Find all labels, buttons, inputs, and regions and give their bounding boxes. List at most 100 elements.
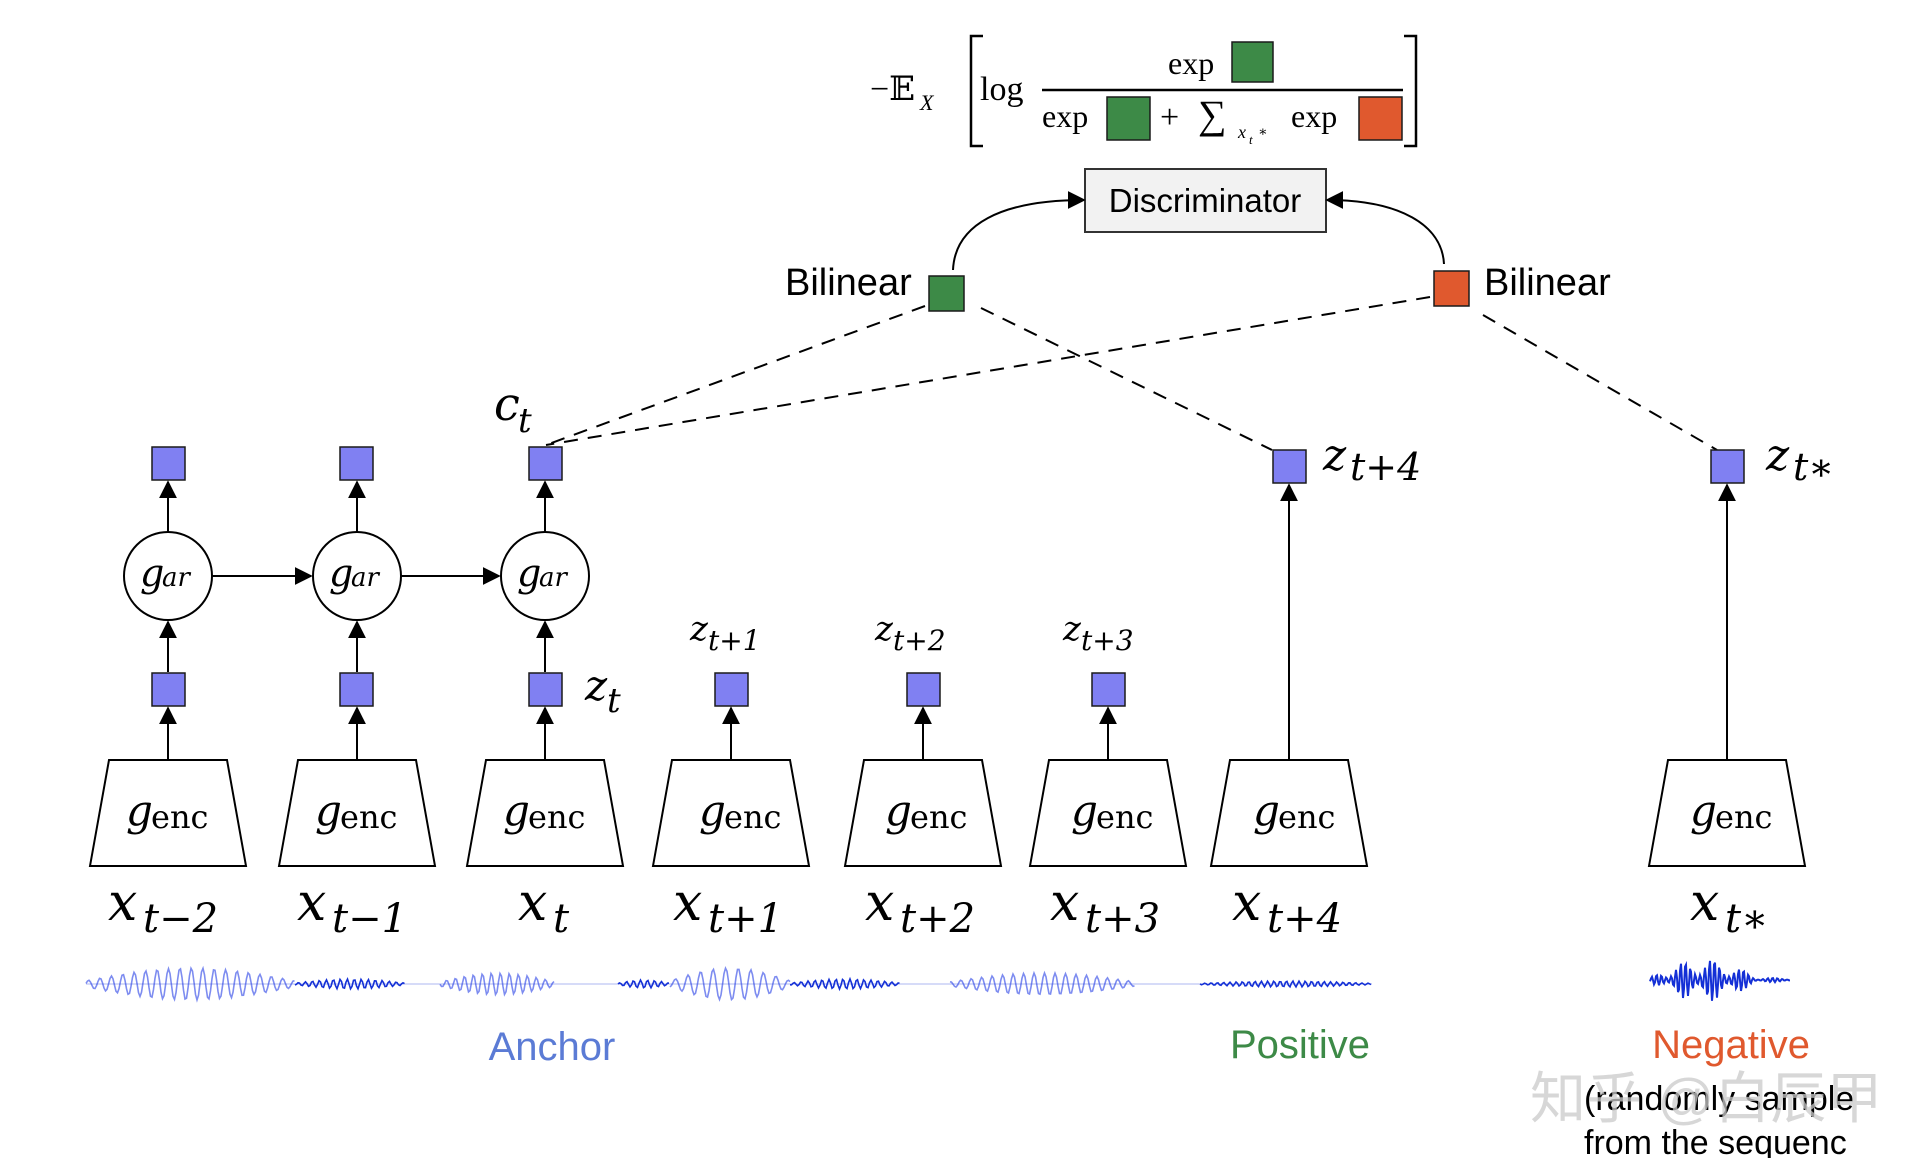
negative-note-line1: (randomly sample: [1584, 1080, 1854, 1118]
encoder-trapezoid: [1209, 759, 1369, 867]
latent-label-zstar-sub: t∗: [1793, 445, 1834, 489]
dashed-connections: [545, 296, 1718, 451]
bilinear-positive-square: [928, 275, 965, 312]
waveform-segment: [790, 976, 900, 992]
latent-square-zt4: [1272, 449, 1307, 484]
latent-square-zt2: [906, 672, 941, 707]
input-main: x: [1050, 873, 1079, 933]
bilinear-negative-square: [1433, 270, 1470, 307]
encoder-sub: enc: [1715, 798, 1772, 836]
latent-squares: [151, 449, 1745, 707]
negative-bilinear-to-zstar: [1482, 314, 1718, 451]
discriminator-label: Discriminator: [1109, 182, 1302, 219]
waveform-segment: [294, 976, 405, 991]
input-sub: t+1: [708, 896, 783, 942]
encoder-sub: enc: [151, 798, 208, 836]
latent-label-zt3-main: z: [1062, 609, 1082, 649]
latent-label-zt3-sub: t+3: [1081, 624, 1134, 657]
latent-label-zt-sub: t: [607, 681, 621, 721]
latent-square-zstar: [1710, 449, 1745, 484]
input-main: x: [108, 873, 137, 933]
encoder-sub: enc: [1278, 798, 1335, 836]
latent-square: [339, 672, 374, 707]
right-bilinear-to-discriminator-arrow: [1325, 191, 1445, 265]
left-bilinear-to-discriminator-arrow: [952, 191, 1086, 271]
loss-sum-sub-t: t: [1249, 132, 1253, 147]
latent-label-zt4-sub: t+4: [1350, 445, 1421, 489]
waveform-negative-sample: [1649, 960, 1790, 1001]
encoder-main: g: [699, 786, 726, 835]
gar-main: g: [517, 551, 541, 595]
context-outputs: [151, 446, 563, 481]
context-label-main: c: [494, 377, 520, 431]
ct-to-positive-bilinear: [545, 305, 926, 446]
latent-label-zt1-main: z: [689, 609, 709, 649]
waveform-segment: [617, 978, 670, 990]
loss-sum-sub: x: [1237, 122, 1246, 142]
watermark: 知乎 @白辰甲: [1530, 1067, 1882, 1130]
denominator-positive-square: [1106, 96, 1151, 141]
context-label-sub: t: [518, 401, 532, 441]
loss-prefix-sub: X: [919, 90, 935, 115]
encoder-trapezoid: [1647, 759, 1807, 867]
waveform-negative-path: [1649, 960, 1790, 1001]
bilinear-left-label: Bilinear: [785, 262, 912, 304]
loss-prefix: −𝔼: [870, 71, 915, 108]
encoder-main: g: [885, 786, 912, 835]
encoder-trapezoid: [88, 759, 248, 867]
latent-label-zstar-main: z: [1765, 430, 1790, 481]
input-main: x: [1690, 873, 1719, 933]
encoder-sub: enc: [1096, 798, 1153, 836]
gar-sub: ar: [351, 563, 381, 593]
latent-label-zt4-main: z: [1322, 430, 1347, 481]
loss-sum-sub-star: ∗: [1258, 125, 1268, 140]
numerator-positive-square: [1231, 41, 1274, 83]
right-bracket: [1404, 34, 1418, 148]
input-sub: t∗: [1725, 896, 1768, 942]
waveform-segment: [1199, 979, 1372, 989]
bilinear-right-label: Bilinear: [1484, 262, 1611, 304]
loss-plus: +: [1160, 99, 1179, 136]
input-main: x: [865, 873, 894, 933]
latent-square-zt3: [1091, 672, 1126, 707]
latent-square-zt1: [714, 672, 749, 707]
loss-log: log: [980, 71, 1023, 108]
input-main: x: [673, 873, 702, 933]
encoder-trapezoid: [1028, 759, 1188, 867]
latent-square-zt: [528, 672, 563, 707]
input-sub: t+3: [1085, 896, 1160, 942]
left-bracket: [969, 34, 983, 148]
denominator-negative-square: [1358, 96, 1403, 141]
gar-output-arrows: [159, 480, 554, 532]
encoder-sub: enc: [910, 798, 967, 836]
encoder-main: g: [126, 786, 153, 835]
encoder-trapezoid: [651, 759, 811, 867]
gar-row: g ar g ar g ar: [123, 531, 590, 621]
loss-sum: ∑: [1198, 92, 1227, 137]
encoder-main: g: [1253, 786, 1280, 835]
latent-label-zt1-sub: t+1: [708, 624, 761, 657]
loss-denominator-exp2: exp: [1291, 98, 1337, 134]
input-main: x: [518, 873, 547, 933]
positive-label: Positive: [1230, 1023, 1370, 1067]
waveform-sequence: [85, 965, 1372, 1003]
encoder-sub: enc: [528, 798, 585, 836]
gar-main: g: [140, 551, 164, 595]
encoder-main: g: [1071, 786, 1098, 835]
encoder-main: g: [315, 786, 342, 835]
latent-label-zt2-sub: t+2: [893, 624, 946, 657]
waveform-segment: [439, 971, 555, 997]
encoder-trapezoid: [277, 759, 437, 867]
encoder-main: g: [1690, 786, 1717, 835]
context-square-ct: [528, 446, 563, 481]
encoder-main: g: [503, 786, 530, 835]
gar-sub: ar: [539, 563, 569, 593]
encoder-shapes: [88, 759, 1807, 867]
input-main: x: [1232, 873, 1261, 933]
input-sub: t+2: [900, 896, 975, 942]
input-sub: t: [553, 896, 570, 942]
input-main: x: [297, 873, 326, 933]
ct-to-negative-bilinear: [545, 296, 1431, 446]
anchor-label: Anchor: [489, 1025, 616, 1069]
